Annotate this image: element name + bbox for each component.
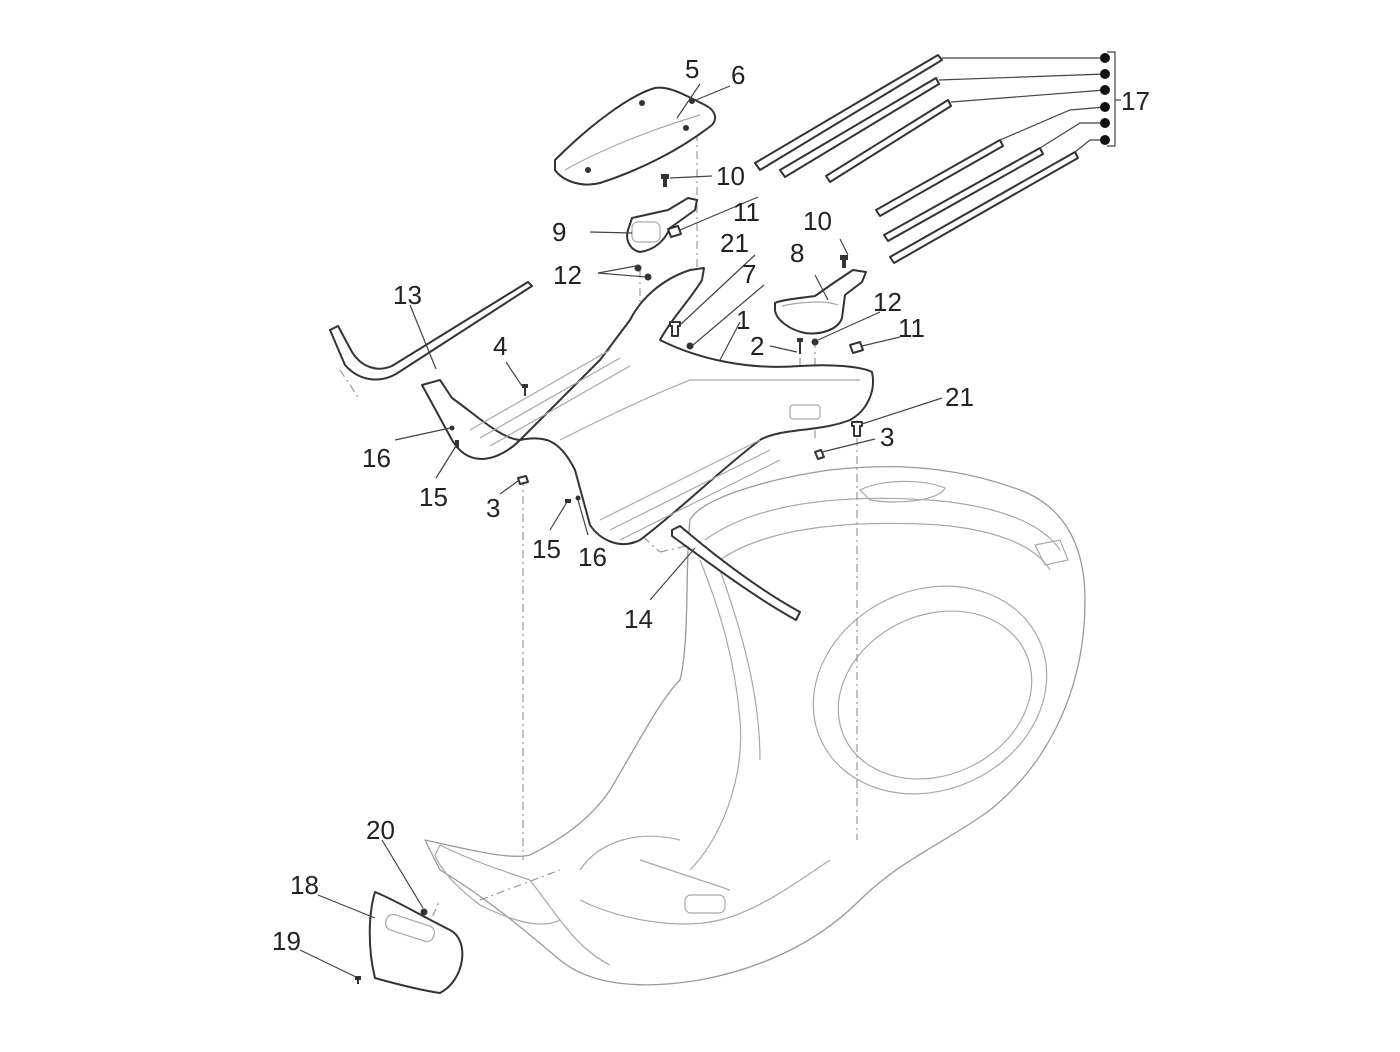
callout-3-left: 3 [486,493,500,523]
callout-13: 13 [393,280,422,310]
callout-21-left: 21 [720,228,749,258]
part-20-clip[interactable] [420,908,428,916]
part-15-screw-right[interactable] [565,499,571,503]
part-3-clip-left[interactable] [517,475,529,485]
part-21-rivet-left[interactable] [669,321,681,337]
callout-21-right: 21 [945,382,974,412]
callout-8: 8 [790,238,804,268]
callout-5: 5 [685,54,699,84]
part-13-left-trim[interactable] [329,281,533,381]
callout-9: 9 [552,217,566,247]
part-8-right-footrest[interactable] [774,269,867,335]
callout-16-left: 16 [362,443,391,473]
part-9-left-footrest[interactable] [626,197,698,253]
part-1-central-floorboard[interactable] [421,267,874,545]
callout-3-right: 3 [880,422,894,452]
part-21-rivet-right[interactable] [851,421,863,437]
callout-6: 6 [731,60,745,90]
callout-12-left: 12 [553,260,582,290]
scooter-body-frame [424,465,1086,986]
callout-1: 1 [736,305,750,335]
callout-15-right: 15 [532,534,561,564]
part-12-screw-left-b[interactable] [644,273,652,281]
callout-15-left: 15 [419,482,448,512]
part-11-clip-nut-left[interactable] [667,225,682,238]
callout-11-right: 11 [898,313,925,343]
part-16-washer-left[interactable] [449,425,455,431]
part-17-bullets [1100,53,1110,145]
part-6-screw[interactable] [689,98,695,104]
part-3-clip-right[interactable] [814,449,825,460]
callout-19: 19 [272,926,301,956]
callout-20: 20 [366,815,395,845]
part-4-screw[interactable] [522,384,528,396]
part-17-leaders [938,51,1121,153]
part-11-clip-nut-right[interactable] [849,341,864,354]
callout-16-right: 16 [578,542,607,572]
part-10-screw-left[interactable] [661,174,669,187]
part-5-tunnel-cover[interactable] [554,86,717,186]
callout-11-left: 11 [733,197,760,227]
callout-14: 14 [624,604,653,634]
callouts: 1 2 3 3 4 5 6 7 8 9 10 10 11 11 12 12 13… [272,54,1150,956]
part-14-right-trim[interactable] [671,525,801,621]
callout-7: 7 [742,259,756,289]
part-18-front-panel[interactable] [368,891,464,994]
part-17-rubber-strips[interactable] [754,54,1079,264]
part-2-screw[interactable] [797,338,803,354]
part-7-nut[interactable] [686,342,694,350]
callout-10-right: 10 [803,206,832,236]
callout-4: 4 [493,331,507,361]
part-12-screw-left-a[interactable] [634,264,642,272]
part-12-screw-right[interactable] [811,338,819,346]
part-10-screw-right[interactable] [840,255,848,268]
callout-17: 17 [1121,86,1150,116]
part-16-washer-right[interactable] [575,495,581,501]
callout-18: 18 [290,870,319,900]
callout-12-right: 12 [873,287,902,317]
leader-lines [299,83,943,978]
callout-2: 2 [750,331,764,361]
callout-10-left: 10 [716,161,745,191]
part-19-screw[interactable] [355,976,361,984]
